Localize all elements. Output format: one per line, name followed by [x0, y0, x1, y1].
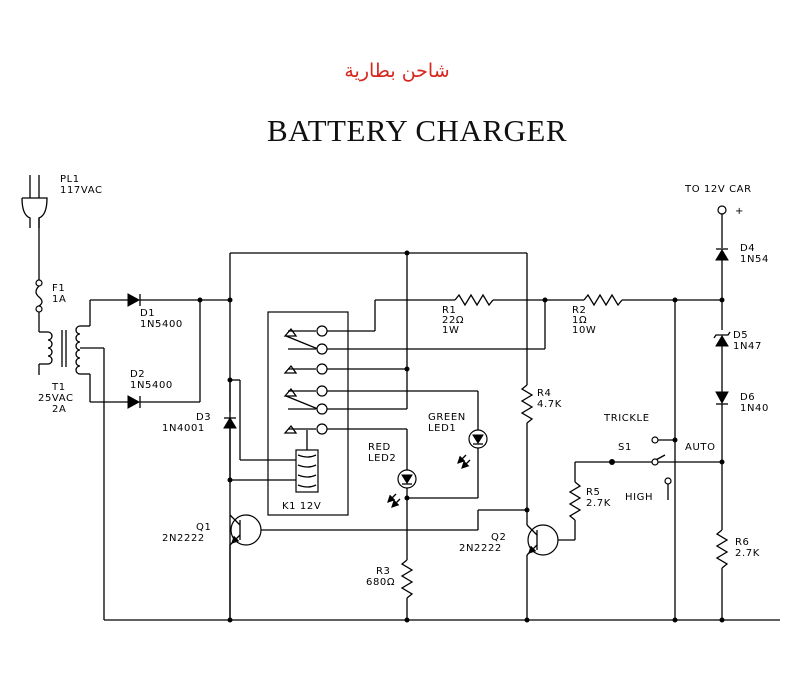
diode-d2	[90, 300, 201, 409]
d5-value-label: 1N47	[733, 341, 762, 352]
d4-ref-label: D4	[740, 243, 755, 254]
auto-label: AUTO	[685, 442, 716, 453]
q1-ref-label: Q1	[196, 522, 211, 533]
d4-value-label: 1N54	[740, 254, 769, 265]
d3-ref-label: D3	[196, 412, 211, 423]
r6-value-label: 2.7K	[735, 548, 760, 559]
fuse-f1	[35, 279, 43, 332]
page-title: BATTERY CHARGER	[266, 113, 568, 148]
d2-value-label: 1N5400	[130, 380, 173, 391]
s1-ref-label: S1	[618, 442, 632, 453]
transformer-t1	[38, 300, 104, 402]
r5-value-label: 2.7K	[586, 498, 611, 509]
pl1-value-label: 117VAC	[60, 185, 103, 196]
red-led2	[387, 429, 417, 560]
r1-value-label-1: 22Ω	[442, 315, 464, 326]
switch-s1	[609, 436, 722, 500]
green-led-label: GREEN	[428, 412, 466, 423]
d6-value-label: 1N40	[740, 403, 769, 414]
transistor-q1	[229, 514, 478, 620]
arabic-title: شاحن بطارية	[344, 60, 450, 82]
diode-d4	[715, 214, 729, 330]
resistor-r1	[454, 293, 545, 307]
led1-label: LED1	[428, 423, 456, 434]
green-led1	[407, 391, 488, 499]
r1-value-label-2: 1W	[442, 325, 459, 336]
q1-value-label: 2N2222	[162, 533, 205, 544]
high-label: HIGH	[625, 492, 653, 503]
led2-label: LED2	[368, 453, 396, 464]
r1-ref-label: R1	[442, 305, 457, 316]
t1-ref-label: T1	[51, 382, 66, 393]
d3-value-label: 1N4001	[162, 423, 205, 434]
relay-k1	[230, 311, 349, 516]
diode-d6	[715, 391, 729, 530]
r4-value-label: 4.7K	[537, 399, 562, 410]
trickle-label: TRICKLE	[603, 413, 650, 424]
resistor-r4	[520, 384, 534, 510]
r5-ref-label: R5	[586, 487, 601, 498]
d5-ref-label: D5	[733, 330, 748, 341]
diode-d5	[713, 331, 731, 392]
plug-pl1	[21, 175, 48, 280]
pl1-ref-label: PL1	[60, 174, 80, 185]
plus-label: +	[735, 206, 744, 217]
r3-ref-label: R3	[376, 566, 391, 577]
r2-value-label-1: 1Ω	[572, 315, 587, 326]
output-terminal	[717, 205, 727, 215]
transistor-q2	[526, 510, 575, 620]
d2-ref-label: D2	[130, 369, 145, 380]
d1-value-label: 1N5400	[140, 319, 183, 330]
red-led-label: RED	[368, 442, 391, 453]
r4-ref-label: R4	[537, 388, 552, 399]
q2-ref-label: Q2	[491, 532, 506, 543]
resistor-r3	[400, 559, 414, 620]
to-car-label: TO 12V CAR	[684, 184, 752, 195]
resistor-r6	[715, 529, 729, 620]
diode-d3	[223, 380, 237, 480]
d6-ref-label: D6	[740, 392, 755, 403]
r6-ref-label: R6	[735, 537, 750, 548]
r2-value-label-2: 10W	[572, 325, 596, 336]
diode-d1	[90, 293, 230, 307]
r2-ref-label: R2	[572, 305, 587, 316]
t1-value-label-2: 2A	[52, 404, 66, 415]
t1-value-label-1: 25VAC	[38, 393, 74, 404]
resistor-r2	[545, 293, 722, 307]
q2-value-label: 2N2222	[459, 543, 502, 554]
f1-ref-label: F1	[52, 283, 65, 294]
k1-label: K1 12V	[282, 501, 321, 512]
f1-value-label: 1A	[52, 294, 66, 305]
r3-value-label: 680Ω	[366, 577, 395, 588]
d1-ref-label: D1	[140, 308, 155, 319]
